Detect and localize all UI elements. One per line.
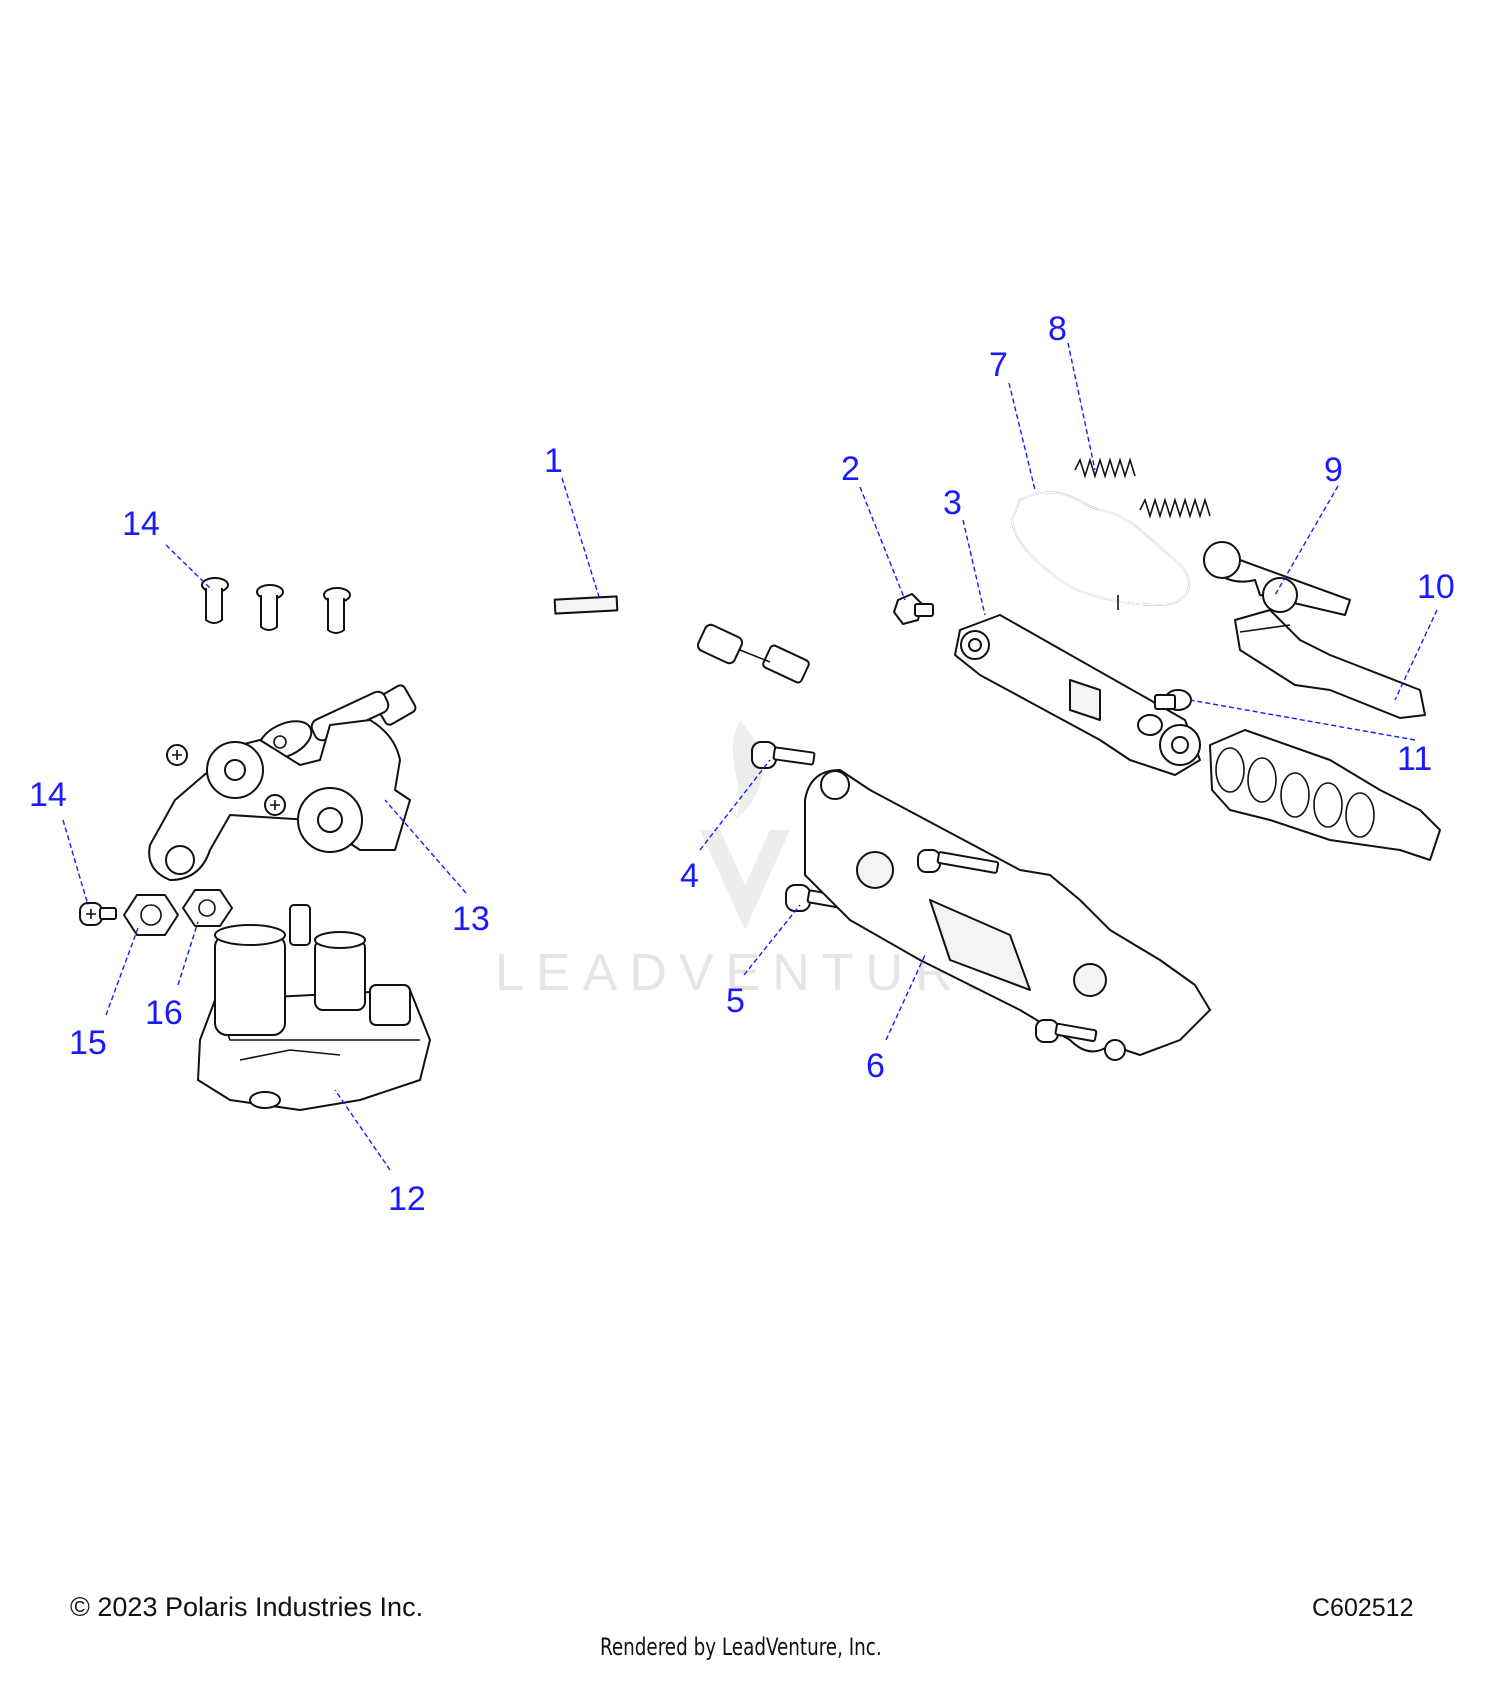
callout-11: 11 <box>1397 740 1432 778</box>
bolt-icon <box>201 577 229 624</box>
spring-clip <box>1011 491 1190 610</box>
callout-3: 3 <box>943 484 962 522</box>
callout-7: 7 <box>989 346 1008 384</box>
screw-icon <box>166 744 188 766</box>
callout-8: 8 <box>1048 310 1067 348</box>
washer <box>123 894 179 936</box>
bolt-icon <box>323 587 351 634</box>
bolt-icon <box>917 849 1000 874</box>
callout-5: 5 <box>726 982 745 1020</box>
copyright-notice: © 2023 Polaris Industries Inc. <box>70 1592 424 1622</box>
spring-pack <box>1209 729 1441 861</box>
callout-13: 13 <box>452 900 490 938</box>
callout-12: 12 <box>388 1180 426 1218</box>
screw-icon <box>264 794 286 816</box>
callout-4: 4 <box>680 857 699 895</box>
callout-16: 16 <box>145 994 183 1032</box>
leader-lines <box>62 342 1438 1171</box>
callout-2: 2 <box>841 450 860 488</box>
callout-1: 1 <box>544 442 563 480</box>
callout-14-top: 14 <box>122 505 160 543</box>
nut <box>182 889 233 927</box>
bolt-4 <box>751 741 816 769</box>
pin <box>1137 689 1192 736</box>
shift-fork-lower <box>1234 609 1426 719</box>
springs <box>1074 457 1211 519</box>
callout-6: 6 <box>866 1047 885 1085</box>
bolt-icon <box>256 584 284 631</box>
diagram-code: C602512 <box>1312 1594 1414 1622</box>
rendered-by-credit: Rendered by LeadVenture, Inc. <box>600 1633 882 1661</box>
shift-housing <box>804 769 1211 1061</box>
bolt-icon <box>1035 1019 1098 1043</box>
link-arm <box>954 614 1201 776</box>
bolt-set-top <box>201 577 351 634</box>
callout-9: 9 <box>1324 451 1343 489</box>
callout-15: 15 <box>69 1024 107 1062</box>
callout-10: 10 <box>1417 568 1455 606</box>
small-bolt <box>893 593 934 625</box>
screw-left <box>79 902 117 926</box>
callout-labels: 1 2 3 4 5 6 7 8 9 10 11 12 13 14 14 15 1… <box>29 310 1455 1218</box>
shift-fork-upper <box>1203 541 1351 616</box>
shift-bracket <box>148 719 411 881</box>
callout-14-left: 14 <box>29 776 67 814</box>
shift-actuator <box>197 904 431 1111</box>
